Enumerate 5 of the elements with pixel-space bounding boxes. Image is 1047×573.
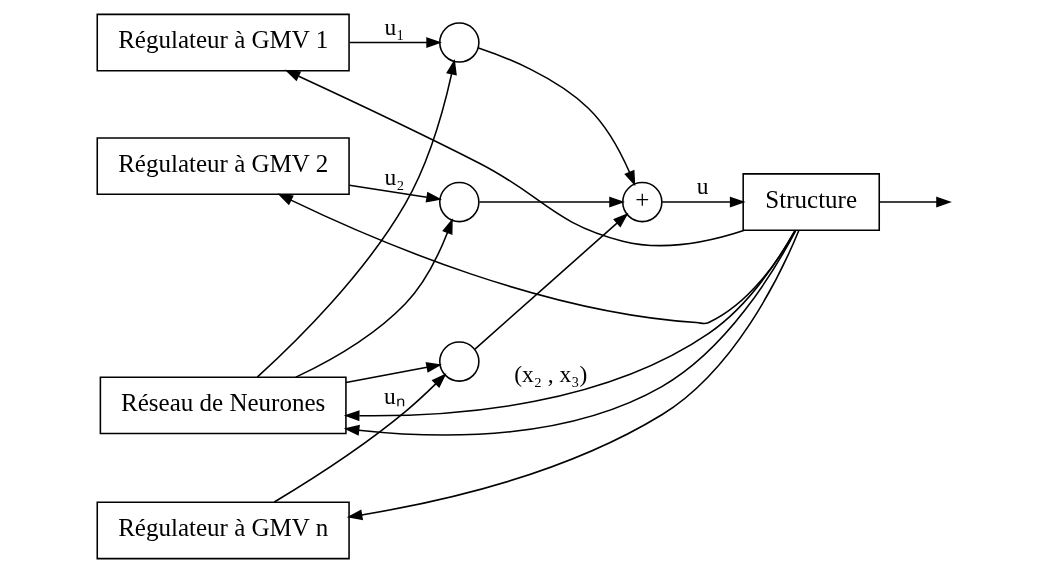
- edge-label: u₁: [383, 13, 404, 40]
- edge-label: u₂: [383, 163, 404, 190]
- edge-label: (x₂ , x₃): [513, 360, 587, 387]
- edge-label: uₙ: [383, 382, 405, 409]
- edge-label: u: [696, 173, 708, 200]
